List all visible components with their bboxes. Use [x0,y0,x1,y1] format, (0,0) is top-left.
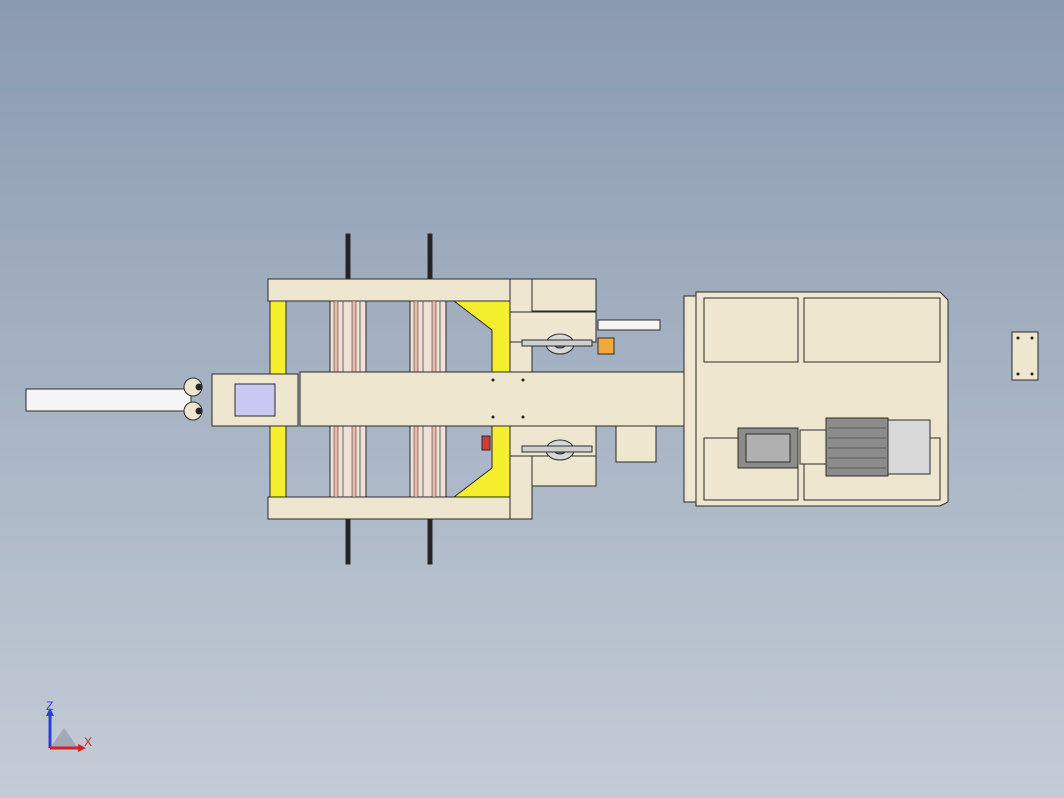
side-block [615,425,657,463]
drive-housing-upper [531,278,597,312]
extension-rod [25,388,192,412]
motor-body [825,417,889,477]
tension-strip [597,319,661,331]
red-button [481,435,491,451]
motor-flange [799,429,827,465]
z-axis-label: Z [46,699,54,713]
cabinet-side-rail [683,295,697,503]
gearbox-face [745,433,791,463]
pulley-lower [521,439,593,461]
floating-plate-holes [1016,336,1034,376]
cabinet-panel-top-left [703,297,799,363]
slide-plate-left [234,383,276,417]
axis-triad [46,708,86,752]
motor-fan-cover [887,419,931,475]
roller-pair-left [183,377,203,421]
floating-plate [1011,331,1039,381]
orange-bracket [597,337,615,355]
x-axis-label: X [84,735,93,749]
pulley-upper [521,333,593,355]
yellow-guard-top [452,300,511,373]
frame-top-beam [267,278,533,302]
motor-fins [828,427,886,469]
cabinet-panel-top-right [803,297,941,363]
frame-bottom-beam [267,496,533,520]
